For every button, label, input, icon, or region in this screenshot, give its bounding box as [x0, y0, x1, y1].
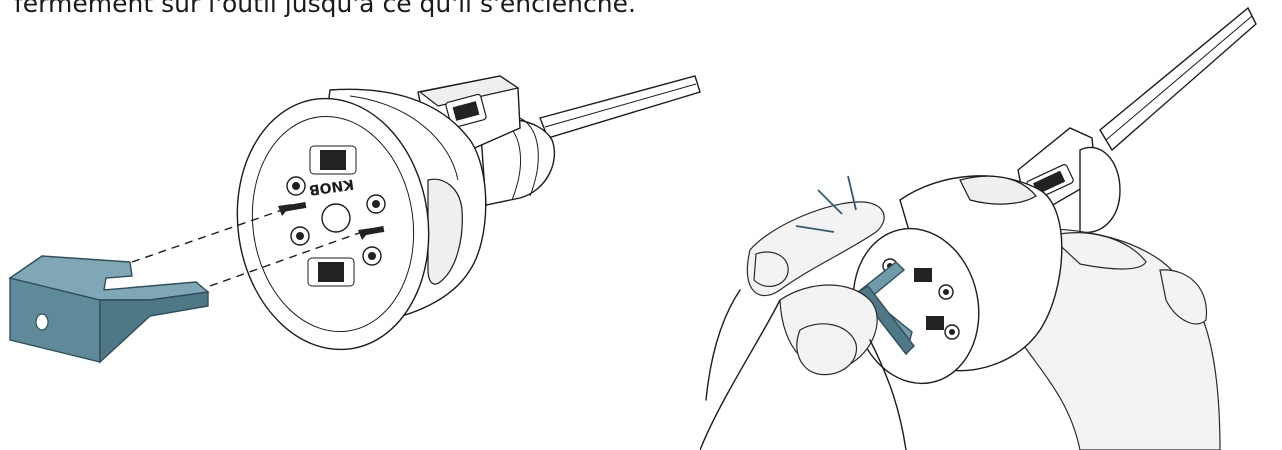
knob-insertion-illustration: KNOB — [0, 0, 720, 450]
knob-collar — [1080, 147, 1120, 232]
knob-shaft — [1100, 8, 1256, 150]
pressing-hand — [700, 202, 906, 450]
clip — [10, 256, 208, 362]
hand-press-illustration — [700, 0, 1282, 450]
knob-insertion-drawing: KNOB — [0, 0, 720, 450]
hand-press-drawing — [700, 0, 1282, 450]
knob-shaft — [540, 76, 700, 138]
